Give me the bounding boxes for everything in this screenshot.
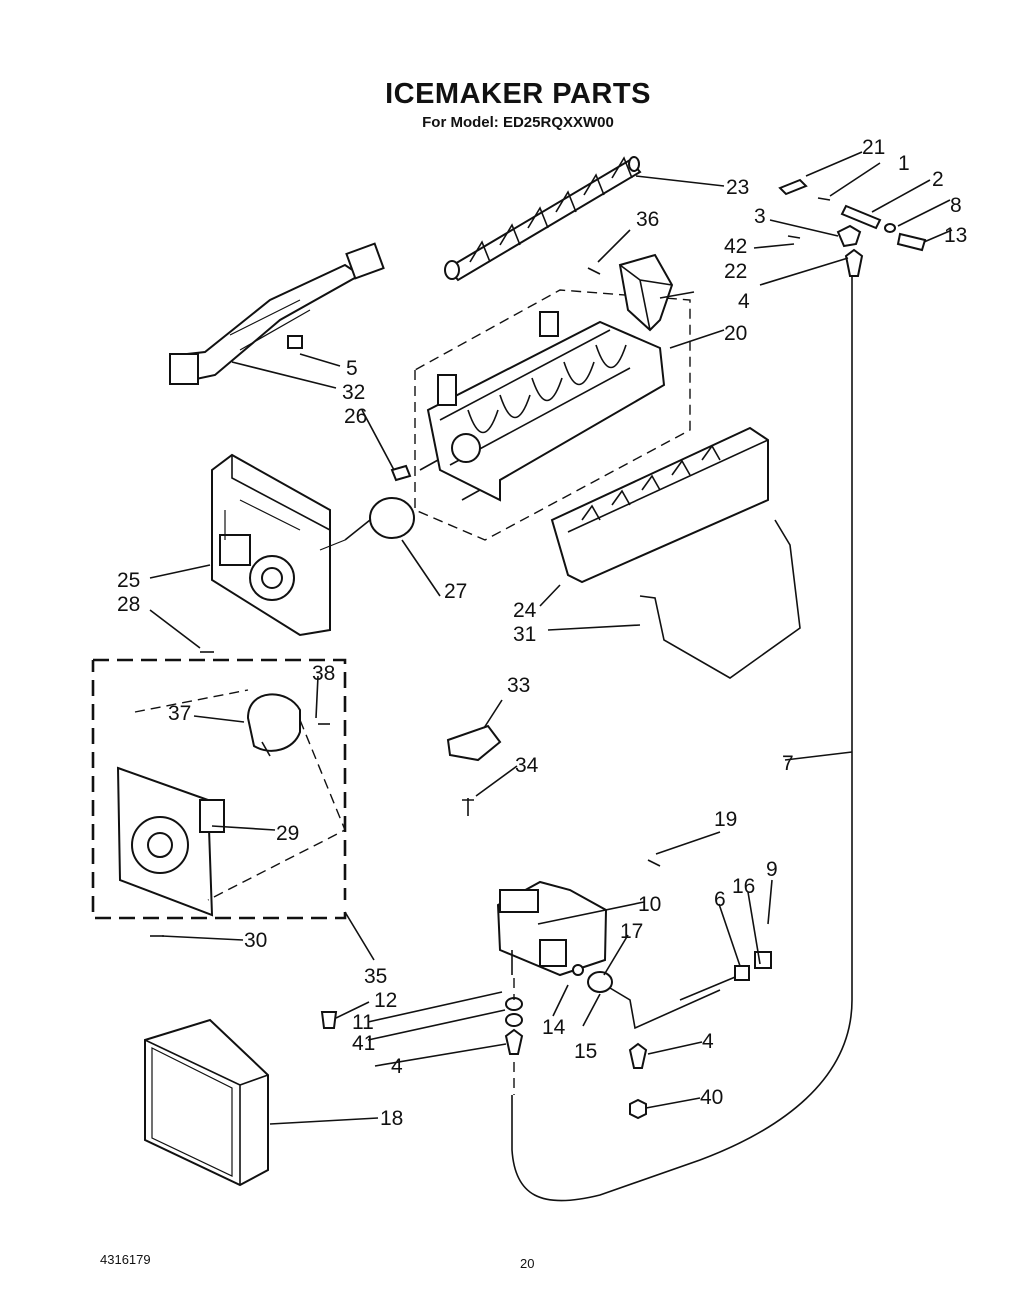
callout-3: 3 — [754, 205, 766, 228]
callout-25: 25 — [117, 569, 140, 592]
part-24-bin-part — [550, 426, 769, 584]
callout-27: 27 — [444, 580, 467, 603]
part-37-motor — [246, 693, 301, 757]
callout-23: 23 — [726, 176, 749, 199]
part-7-water-tube — [511, 255, 853, 1202]
callout-24: 24 — [513, 599, 537, 622]
part-23-ejector — [444, 156, 642, 282]
callout-11: 11 — [352, 1011, 374, 1034]
callout-30: 30 — [244, 929, 267, 952]
part-14-washer — [572, 964, 584, 976]
part-29-timing-module — [116, 766, 225, 917]
part-13-nut — [896, 232, 927, 252]
callout-20: 20 — [724, 322, 747, 345]
callout-1: 1 — [898, 152, 910, 175]
callout-13: 13 — [944, 224, 967, 247]
page-title: ICEMAKER PARTS — [385, 78, 651, 110]
callout-18: 18 — [380, 1107, 403, 1130]
part-2-tube — [840, 204, 882, 230]
part-10-water-valve — [496, 880, 608, 977]
callout-22: 22 — [724, 260, 747, 283]
callout-40: 40 — [700, 1086, 723, 1109]
part-27-component — [344, 497, 415, 541]
callout-19: 19 — [714, 808, 737, 831]
part-8-washer — [884, 223, 896, 233]
callout-16: 16 — [732, 875, 755, 898]
part-17-inlet — [587, 971, 721, 1030]
part-36-screw — [587, 267, 601, 275]
callout-36: 36 — [636, 208, 659, 231]
callout-34: 34 — [515, 754, 539, 777]
part-26-clip — [390, 464, 412, 482]
part-4-fitting-lower — [504, 1028, 524, 1055]
callout-8: 8 — [950, 194, 962, 217]
callout-6: 6 — [714, 888, 726, 911]
callout-28: 28 — [117, 593, 140, 616]
callout-32: 32 — [342, 381, 365, 404]
part-33-cover — [446, 724, 502, 762]
part-41-washer — [505, 1013, 523, 1027]
callout-9: 9 — [766, 858, 778, 881]
page-number: 20 — [520, 1256, 535, 1271]
part-3-valve-fitting — [836, 224, 862, 248]
part-4-fitting-right — [628, 1042, 648, 1069]
callout-10: 10 — [638, 893, 661, 916]
part-40-nut — [629, 1098, 647, 1120]
callout-4-top: 4 — [738, 290, 750, 313]
part-22-fill-cup — [618, 253, 674, 332]
part-34-screw — [462, 798, 474, 816]
part-19-screw — [647, 859, 661, 867]
callout-15: 15 — [574, 1040, 597, 1063]
part-9-clamp — [754, 951, 772, 969]
part-6-tube — [679, 974, 741, 1001]
callout-7: 7 — [782, 752, 794, 775]
part-4-fitting-upper — [844, 248, 864, 277]
part-1-screw — [817, 197, 831, 201]
callout-5: 5 — [346, 357, 358, 380]
part-31-feeler-arm — [639, 519, 801, 679]
callout-4-right: 4 — [702, 1030, 714, 1053]
part-12-connector — [320, 1011, 338, 1029]
part-25-control-housing — [211, 453, 331, 637]
part-21-clip — [778, 178, 808, 196]
callout-21: 21 — [862, 136, 885, 159]
callout-29: 29 — [276, 822, 299, 845]
part-16-nut — [734, 965, 750, 981]
callout-38: 38 — [312, 662, 335, 685]
callout-33: 33 — [507, 674, 530, 697]
callout-37: 37 — [168, 702, 191, 725]
part-18-box — [144, 1018, 269, 1187]
callout-12: 12 — [374, 989, 397, 1012]
callout-31: 31 — [513, 623, 536, 646]
part-20-mold — [414, 289, 691, 541]
part-35-kit-outline — [91, 658, 347, 920]
callout-4-lower: 4 — [391, 1055, 403, 1078]
callout-35: 35 — [364, 965, 387, 988]
callout-14: 14 — [542, 1016, 566, 1039]
part-32-wire-harness — [169, 242, 385, 385]
callout-42: 42 — [724, 235, 747, 258]
document-number: 4316179 — [100, 1252, 151, 1267]
model-subtitle: For Model: ED25RQXXW00 — [422, 114, 614, 131]
part-42-screw — [787, 235, 801, 239]
callout-41: 41 — [352, 1032, 375, 1055]
callout-2: 2 — [932, 168, 944, 191]
callout-17: 17 — [620, 920, 643, 943]
callout-26: 26 — [344, 405, 367, 428]
